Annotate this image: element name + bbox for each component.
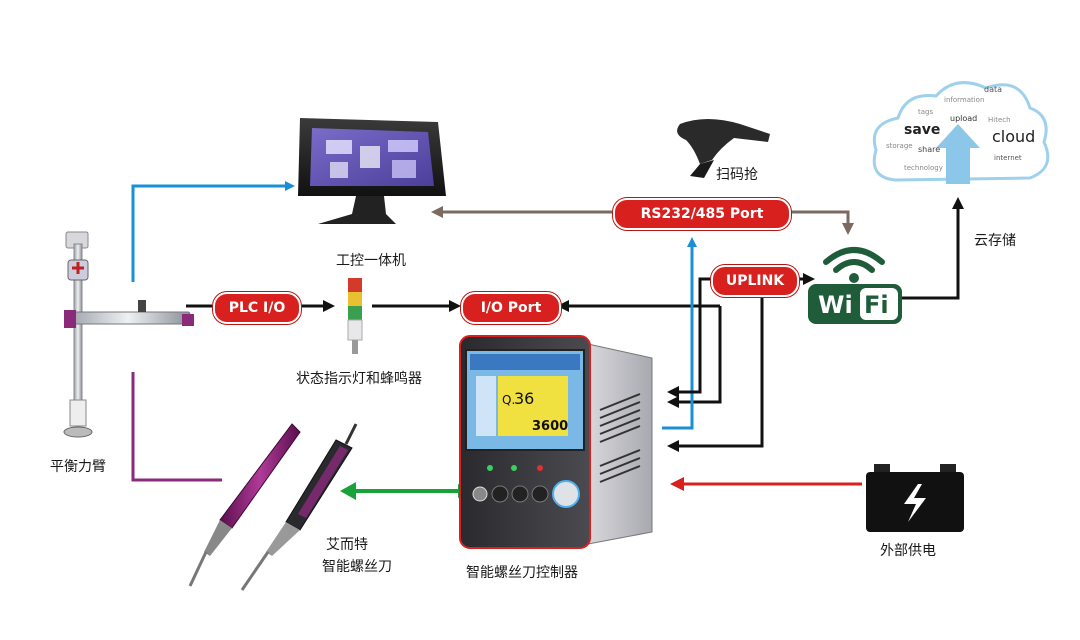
link-arm-to-screwdriver	[131, 372, 222, 482]
label-tower-light: 状态指示灯和蜂鸣器	[296, 371, 422, 387]
controller-reading-label: Q.	[502, 393, 515, 407]
cloud-word-share: share	[918, 145, 940, 154]
screwdriver-icon-1	[188, 423, 301, 587]
cloud-word-tags: tags	[918, 108, 933, 116]
wifi-text-fi: Fi	[864, 291, 889, 319]
uplink-badge: UPLINK	[711, 265, 799, 297]
cloud-word-data: data	[984, 85, 1002, 94]
label-cloud-storage: 云存储	[974, 233, 1016, 249]
cloud-word-information: information	[944, 96, 984, 104]
battery-icon	[866, 464, 964, 532]
cloud-word-storage: storage	[886, 142, 913, 150]
label-controller: 智能螺丝刀控制器	[466, 565, 578, 581]
link-wifi-to-controller	[667, 296, 764, 452]
link-io-loop	[667, 306, 722, 408]
link-arm-to-panel	[131, 181, 295, 282]
link-wifi-to-cloud	[900, 197, 964, 300]
controller-button-3	[531, 485, 549, 503]
link-rs232-to-wifi	[790, 210, 854, 235]
plc-io-badge: PLC I/O	[213, 292, 301, 324]
cloud-word-internet: internet	[994, 154, 1022, 162]
wifi-icon: Wi Fi	[808, 247, 902, 324]
cloud-word-hitech: Hitech	[988, 116, 1011, 124]
cloud-icon: data information tags upload save Hitech…	[872, 81, 1050, 184]
label-balance-arm: 平衡力臂	[50, 459, 106, 475]
balance-arm-icon	[63, 231, 194, 438]
panel-pc-icon	[298, 118, 446, 224]
status-led-2	[511, 465, 517, 471]
status-led-3	[537, 465, 543, 471]
power-button-icon	[552, 480, 580, 508]
tower-light-icon	[347, 278, 363, 354]
label-panel-pc: 工控一体机	[336, 253, 406, 269]
controller-icon: Q. 36 3600	[459, 335, 653, 549]
green-arrow-left-head	[340, 482, 356, 500]
controller-connector	[472, 486, 488, 502]
screwdriver-icon-2	[240, 423, 358, 591]
cloud-word-upload: upload	[950, 114, 977, 123]
label-screwdriver-brand: 艾而特	[326, 537, 368, 553]
controller-counter: 3600	[532, 419, 568, 434]
controller-reading: 36	[514, 389, 534, 408]
label-screwdriver: 智能螺丝刀	[322, 559, 392, 575]
controller-button-2	[511, 485, 529, 503]
rs232-port-badge: RS232/485 Port	[613, 198, 791, 230]
label-power: 外部供电	[880, 543, 936, 559]
cloud-word-save: save	[904, 122, 940, 138]
cloud-word-cloud: cloud	[992, 127, 1035, 146]
link-uplink-to-controller	[667, 277, 710, 398]
io-port-badge: I/O Port	[461, 292, 561, 324]
controller-button-1	[491, 485, 509, 503]
status-led-1	[487, 465, 493, 471]
cloud-word-technology: technology	[904, 164, 943, 172]
wifi-text-wi: Wi	[818, 291, 853, 319]
label-scanner: 扫码抢	[716, 167, 758, 183]
barcode-scanner-icon	[677, 119, 770, 178]
link-controller-to-rs232	[662, 237, 697, 430]
